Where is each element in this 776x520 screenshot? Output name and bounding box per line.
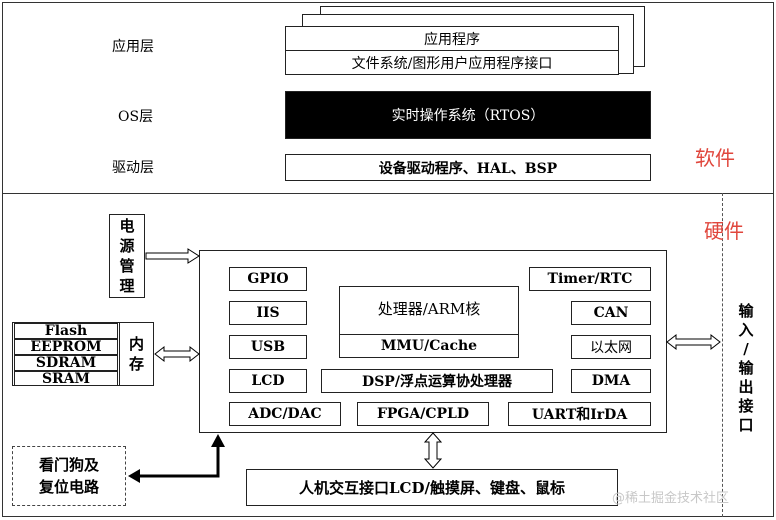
- watchdog-arrowhead-left: [128, 469, 140, 483]
- watchdog-arrow: [137, 446, 220, 478]
- iis-box: IIS: [229, 301, 307, 325]
- power-char: 源: [119, 237, 135, 255]
- io-char: 接: [738, 396, 754, 415]
- hmi-arrow: [423, 432, 443, 469]
- power-char: 理: [119, 277, 135, 295]
- memory-sdram: SDRAM: [14, 355, 118, 371]
- power-char: 管: [119, 257, 135, 275]
- fpga-cpld-box: FPGA/CPLD: [357, 402, 489, 426]
- dma-box: DMA: [571, 369, 651, 393]
- mmu-cache-box: MMU/Cache: [339, 334, 519, 358]
- io-interface-label: 输 入 / 输 出 接 口: [734, 298, 758, 438]
- power-management-box: 电 源 管 理: [109, 214, 145, 298]
- memory-arrow: [154, 345, 200, 363]
- uart-irda-box: UART和IrDA: [508, 402, 651, 426]
- ethernet-box: 以太网: [571, 335, 651, 359]
- layer-divider: [2, 193, 774, 194]
- memory-label: 内 存: [119, 323, 153, 385]
- io-arrow: [666, 333, 721, 351]
- processor-label: 处理器/ARM核: [377, 300, 481, 318]
- rtos-box: 实时操作系统（RTOS）: [285, 91, 651, 139]
- memory-flash: Flash: [14, 323, 118, 339]
- gpio-box: GPIO: [229, 267, 307, 291]
- software-label: 软件: [695, 146, 735, 170]
- memory-sram: SRAM: [14, 371, 118, 386]
- watchdog-line: 看门狗及: [38, 456, 99, 474]
- io-char: 入: [738, 320, 754, 339]
- io-char: /: [743, 339, 749, 358]
- watermark: @稀土掘金技术社区: [612, 491, 730, 506]
- app-interface-box: 文件系统/图形用户应用程序接口: [285, 50, 619, 75]
- io-char: 口: [738, 415, 754, 434]
- driver-box: 设备驱动程序、HAL、BSP: [285, 154, 651, 181]
- watchdog-box: 看门狗及 复位电路: [12, 446, 126, 506]
- can-box: CAN: [571, 301, 651, 325]
- memory-eeprom: EEPROM: [14, 339, 118, 355]
- lcd-box: LCD: [229, 369, 307, 393]
- driver-layer-label: 驱动层: [112, 160, 154, 176]
- watchdog-arrowhead-up: [211, 434, 225, 447]
- io-char: 输: [738, 301, 754, 320]
- power-arrow: [145, 248, 200, 264]
- io-char: 出: [738, 377, 754, 396]
- app-layer-label: 应用层: [112, 39, 154, 55]
- memory-char: 存: [128, 355, 144, 373]
- io-char: 输: [738, 358, 754, 377]
- dsp-box: DSP/浮点运算协处理器: [321, 369, 553, 393]
- hardware-label: 硬件: [704, 219, 744, 243]
- power-char: 电: [119, 217, 135, 235]
- app-program-box: 应用程序: [285, 26, 619, 51]
- dashed-divider: [722, 193, 723, 517]
- memory-char: 内: [128, 335, 144, 353]
- watchdog-line: 复位电路: [38, 478, 99, 496]
- os-layer-label: OS层: [118, 109, 154, 125]
- usb-box: USB: [229, 335, 307, 359]
- hmi-box: 人机交互接口LCD/触摸屏、键盘、鼠标: [246, 469, 618, 506]
- timer-rtc-box: Timer/RTC: [529, 267, 651, 291]
- adc-dac-box: ADC/DAC: [229, 402, 341, 426]
